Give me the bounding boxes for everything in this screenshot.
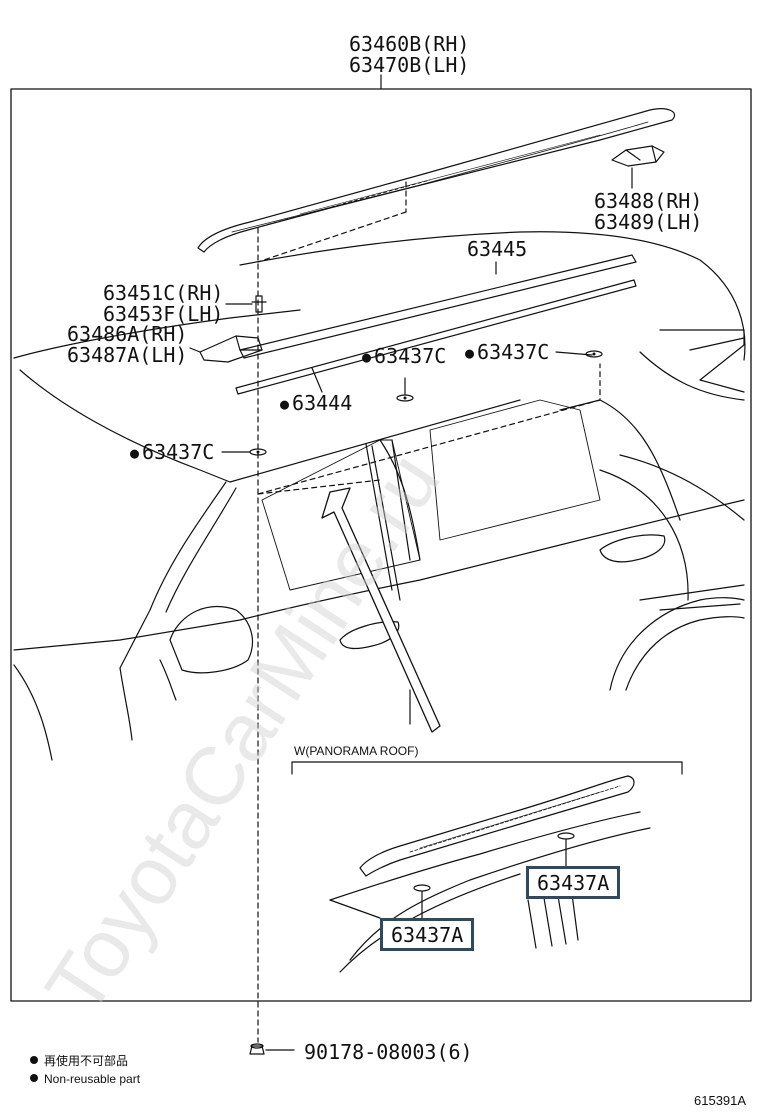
legend-jp: 再使用不可部品: [30, 1054, 128, 1068]
label-63445: 63445: [467, 237, 528, 261]
bullet-icon: [30, 1074, 38, 1082]
label-63437c-center: 63437C: [362, 346, 446, 368]
label-63437c-left: 63437C: [130, 442, 214, 464]
diagram-id: 615391A: [694, 1093, 747, 1108]
panorama-title: W(PANORAMA ROOF): [294, 744, 419, 758]
label-roof-rail-lh: 63470B(LH): [349, 53, 470, 77]
bullet-icon: [30, 1056, 38, 1064]
roof-rail: [197, 108, 676, 253]
label-63437a-left: 63437A: [380, 918, 475, 951]
label-end-cover-rh: 63488(RH): [594, 189, 703, 213]
label-cover-lh: 63487A(LH): [67, 343, 188, 367]
moulding-63444: [235, 279, 637, 395]
label-end-cover-lh: 63489(LH): [594, 210, 703, 234]
moulding-63445: [239, 254, 637, 359]
legend-en: Non-reusable part: [30, 1072, 140, 1086]
label-clip-rh: 63451C(RH): [103, 281, 224, 305]
label-63437a-right: 63437A: [526, 866, 621, 899]
label-roof-rail-rh: 63460B(RH): [349, 32, 470, 56]
label-screw: 90178-08003(6): [304, 1040, 473, 1064]
label-63444: 63444: [280, 393, 352, 415]
label-cover-rh: 63486A(RH): [67, 322, 188, 346]
label-63437c-right: 63437C: [465, 342, 549, 364]
view-arrow: [321, 487, 441, 733]
label-clip-lh: 63453F(LH): [103, 302, 224, 326]
